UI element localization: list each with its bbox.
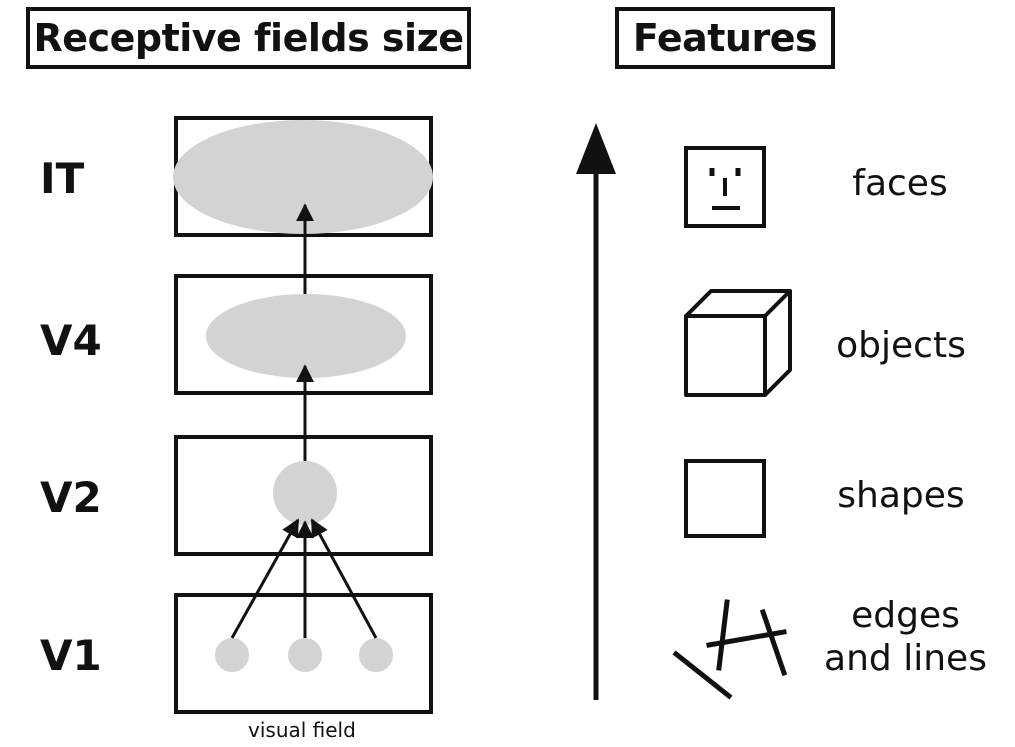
v1-receptive-field-center [288,638,322,672]
face-icon [684,146,766,228]
square-icon [684,459,766,538]
features-title: Features [615,7,835,69]
receptive-fields-title: Receptive fields size [26,7,471,69]
feature-label-faces: faces [852,163,948,204]
edges-lines-icon [672,599,788,700]
area-label-it: IT [40,154,85,203]
feature-label-edges-and-lines: edges and lines [818,594,993,680]
features-title-text: Features [632,16,818,60]
hierarchy-arrow [576,123,616,700]
area-label-v1: V1 [40,631,102,680]
visual-field-caption: visual field [248,718,356,742]
v1-to-v2-arrows [230,518,378,639]
v4-receptive-field [206,294,406,378]
receptive-fields-title-text: Receptive fields size [33,16,464,60]
v2-receptive-field [273,461,337,525]
area-label-v2: V2 [40,473,102,522]
it-receptive-field [173,120,433,234]
area-box-v1 [174,593,433,714]
feature-label-objects: objects [836,325,966,366]
cube-icon [684,289,792,397]
feature-label-edges: edges [851,595,960,636]
area-box-it [173,116,433,237]
area-label-v4: V4 [40,316,102,365]
feature-label-and-lines: and lines [824,638,987,680]
v1-receptive-field-left [215,638,249,672]
v1-receptive-field-right [359,638,393,672]
feature-label-shapes: shapes [837,475,965,516]
